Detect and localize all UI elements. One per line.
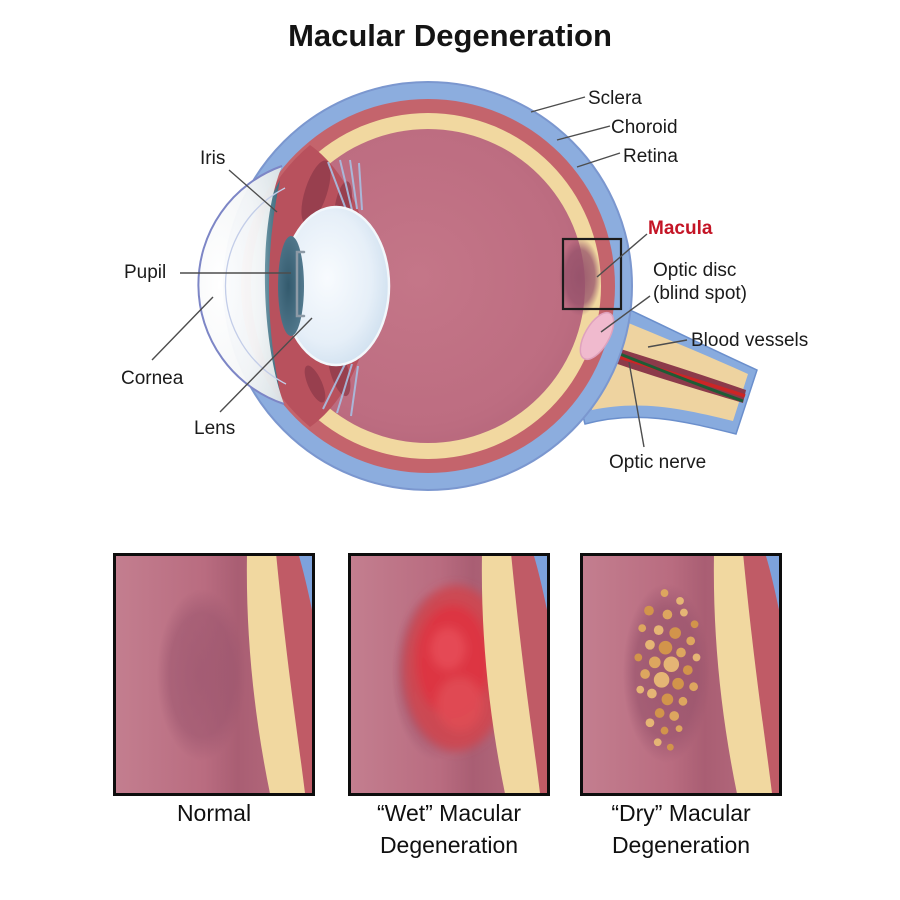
leader-lines bbox=[151, 96, 688, 448]
lens-leader-line bbox=[219, 317, 313, 413]
label-optic-disc-line2: (blind spot) bbox=[653, 283, 747, 304]
macula-spot bbox=[559, 238, 601, 316]
label-optic-nerve: Optic nerve bbox=[609, 452, 707, 473]
caption-dry-line2: Degeneration bbox=[611, 832, 751, 858]
sclera-leader-line bbox=[530, 96, 586, 113]
panel-normal-illustration bbox=[113, 553, 315, 796]
eye-cross-section-illustration bbox=[151, 81, 758, 491]
label-optic-disc: Optic disc (blind spot) bbox=[653, 259, 747, 305]
panel-wet-illustration bbox=[348, 553, 550, 796]
caption-dry-line1: “Dry” Macular bbox=[611, 800, 751, 826]
label-sclera: Sclera bbox=[588, 88, 642, 109]
optic-disc-leader-line bbox=[600, 295, 651, 333]
dry-drusen-deposits bbox=[634, 589, 701, 751]
iris-leader-line bbox=[228, 169, 278, 213]
optic-nerve-leader-line bbox=[628, 361, 645, 448]
label-macula: Macula bbox=[648, 218, 713, 239]
normal-macula-spot bbox=[156, 589, 247, 761]
pupil-bracket bbox=[295, 250, 306, 318]
label-choroid: Choroid bbox=[611, 117, 678, 138]
caption-normal-line1: Normal bbox=[176, 800, 252, 826]
label-lens: Lens bbox=[194, 418, 236, 439]
blood-vessels-leader-line bbox=[647, 339, 688, 348]
caption-dry: “Dry” Macular Degeneration bbox=[561, 797, 801, 861]
panel-dry-illustration bbox=[580, 553, 782, 796]
macula-leader-line bbox=[596, 233, 648, 278]
macula-highlight-box bbox=[561, 237, 623, 311]
label-blood-vessels: Blood vessels bbox=[691, 330, 809, 351]
label-optic-disc-line1: Optic disc bbox=[653, 260, 737, 281]
caption-normal: Normal bbox=[94, 797, 334, 829]
zonule-fibers bbox=[322, 159, 363, 417]
caption-wet-line2: Degeneration bbox=[379, 832, 519, 858]
choroid-leader-line bbox=[556, 125, 611, 141]
red-blood-vessel bbox=[602, 350, 746, 398]
cornea-shape bbox=[197, 165, 287, 405]
wet-hemorrhage-blob bbox=[402, 585, 510, 752]
caption-wet: “Wet” Macular Degeneration bbox=[329, 797, 569, 861]
green-blood-vessel bbox=[604, 346, 744, 403]
retina-leader-line bbox=[576, 152, 621, 168]
label-iris: Iris bbox=[200, 148, 226, 169]
caption-wet-line1: “Wet” Macular bbox=[377, 800, 521, 826]
optic-disc-shape bbox=[579, 311, 615, 361]
label-pupil: Pupil bbox=[124, 262, 167, 283]
diagram-title: Macular Degeneration bbox=[288, 18, 612, 53]
cornea-leader-line bbox=[151, 296, 214, 361]
label-cornea: Cornea bbox=[121, 368, 184, 389]
label-retina: Retina bbox=[623, 146, 678, 167]
